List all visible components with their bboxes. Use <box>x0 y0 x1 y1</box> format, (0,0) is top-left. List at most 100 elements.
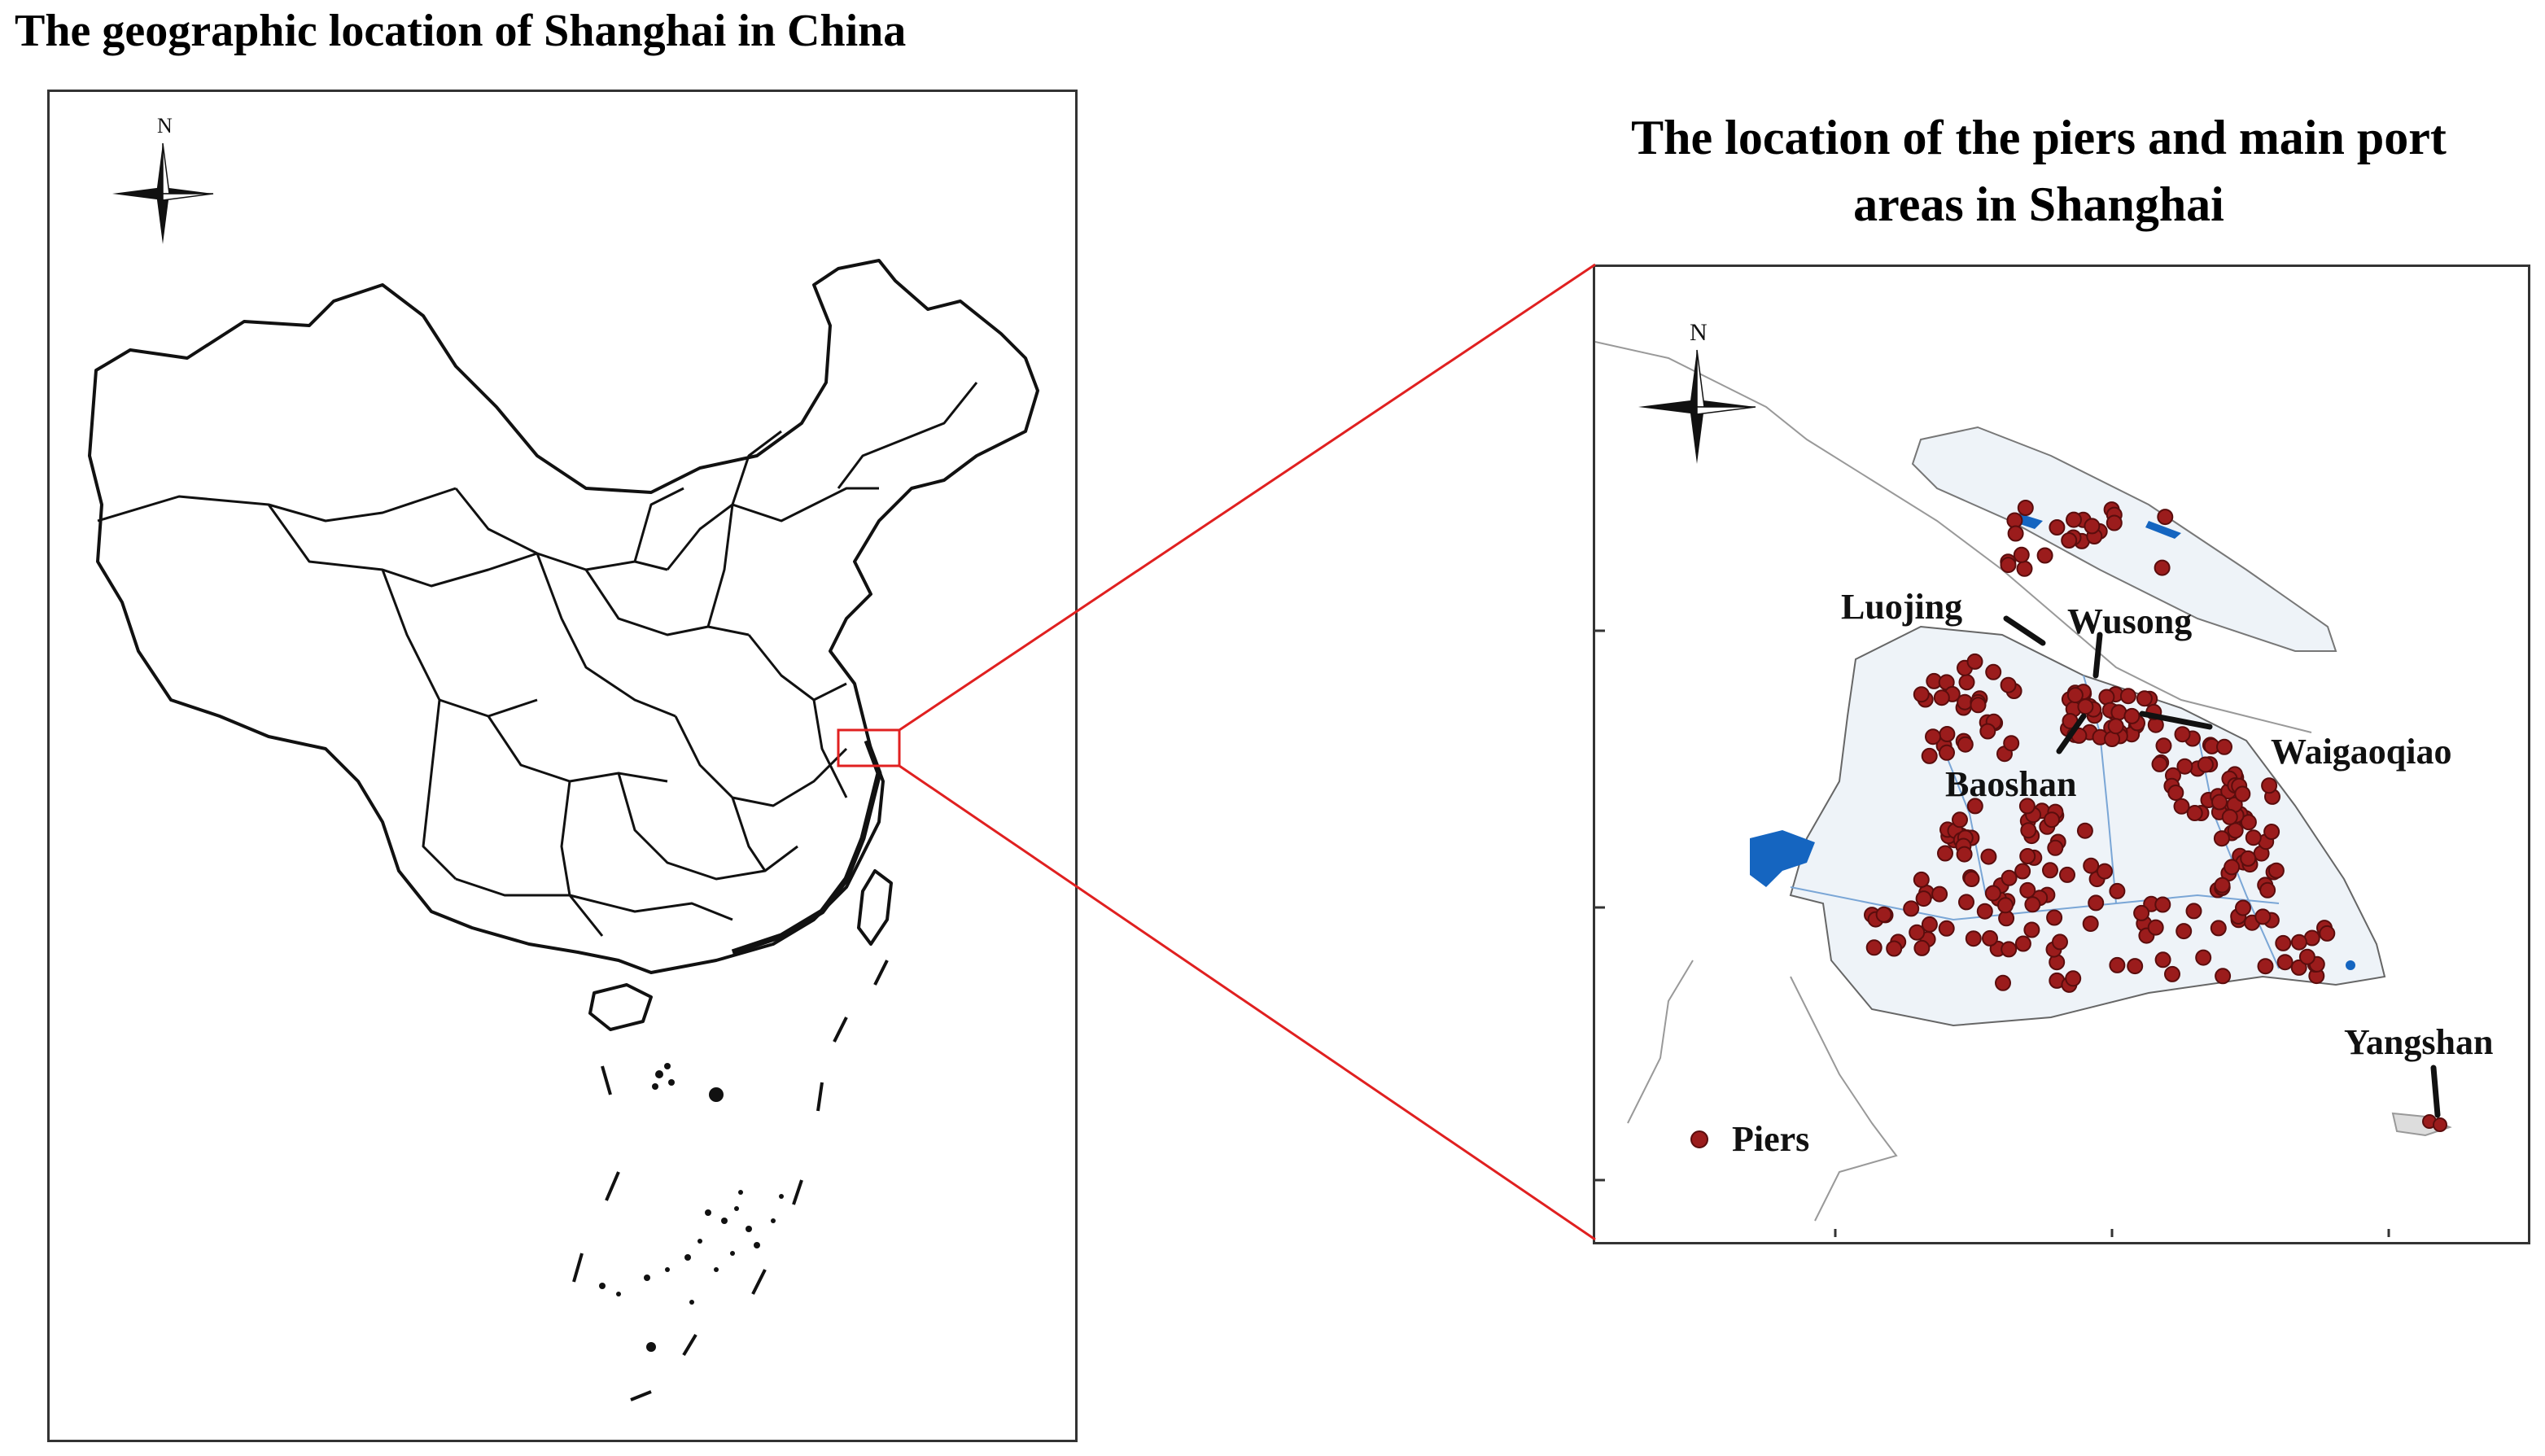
pier-marker <box>2017 500 2034 516</box>
pier-marker <box>1984 885 2001 902</box>
chongming-island <box>1911 426 2337 652</box>
pier-marker <box>1875 906 1892 923</box>
pier-marker <box>2221 808 2238 825</box>
taiwan-island <box>857 869 893 946</box>
pier-marker <box>2175 923 2193 940</box>
reservoir-2 <box>2145 521 2181 539</box>
pier-marker <box>1937 845 1953 862</box>
pier-marker <box>1939 726 1956 742</box>
baoshan-leader <box>2056 713 2087 754</box>
pier-marker <box>2214 877 2231 894</box>
pier-marker <box>2234 785 2251 802</box>
pier-marker <box>2061 532 2078 549</box>
pier-marker <box>2066 511 2082 528</box>
pier-marker <box>2240 814 2257 831</box>
pier-marker <box>2076 822 2093 839</box>
north-label-china: N <box>157 114 173 138</box>
legend-pier-marker <box>1690 1130 1708 1148</box>
pier-marker <box>2007 525 2024 542</box>
pier-marker <box>2106 514 2123 531</box>
legend: Piers <box>1690 1119 1809 1159</box>
pier-marker <box>1957 736 1974 753</box>
pier-marker <box>1886 940 1903 957</box>
pier-marker <box>2254 908 2272 925</box>
pier-marker <box>2213 830 2230 847</box>
pier-marker <box>2046 909 2063 926</box>
pier-marker <box>2036 547 2053 564</box>
pier-marker <box>1980 848 1997 865</box>
pier-marker <box>1997 897 2014 914</box>
pier-marker <box>2210 920 2227 937</box>
pier-marker <box>2276 954 2294 971</box>
pier-marker <box>2259 881 2276 899</box>
pier-marker <box>1921 747 1938 764</box>
pier-marker <box>2267 862 2285 879</box>
pier-marker <box>1963 871 1980 887</box>
pier-marker <box>2136 690 2153 707</box>
port-label-wusong: Wusong <box>2067 601 2192 641</box>
pier-marker <box>2319 925 2336 942</box>
pier-marker <box>1976 903 1993 920</box>
pier-marker <box>1979 723 1996 740</box>
pier-marker <box>1938 920 1955 937</box>
pier-marker <box>2154 896 2171 913</box>
pier-marker <box>2245 829 2262 846</box>
pier-marker <box>1865 939 1883 956</box>
shanghai-inset: Luojing Wusong Waigaoqiao Baoshan Yangsh… <box>1594 319 2493 1237</box>
pier-marker <box>2014 863 2031 880</box>
south-china-sea-line <box>572 960 889 1401</box>
port-label-baoshan: Baoshan <box>1945 764 2076 804</box>
pier-marker <box>2098 689 2115 706</box>
pier-marker <box>2084 518 2101 535</box>
pier-marker <box>1921 916 1938 933</box>
dianshan-lake <box>1750 830 1815 887</box>
pier-marker <box>1939 744 1955 761</box>
pier-marker <box>2185 903 2202 920</box>
pier-marker <box>2016 560 2033 577</box>
compass-rose-china: N <box>112 114 214 244</box>
pier-marker <box>2290 934 2307 951</box>
pier-marker <box>2042 862 2058 879</box>
pier-marker <box>2059 866 2075 883</box>
pier-marker <box>2052 934 2068 951</box>
pier-marker <box>2019 881 2036 899</box>
pier-marker <box>2216 738 2232 755</box>
pier-marker <box>2107 718 2124 735</box>
pier-marker <box>2077 698 2094 715</box>
pier-marker <box>2109 956 2126 973</box>
pier-marker <box>1913 939 1931 956</box>
pier-marker <box>2154 559 2171 576</box>
pier-marker <box>2176 758 2193 775</box>
leader-line-top <box>899 263 1596 732</box>
pier-marker <box>1913 686 1930 703</box>
port-label-luojing: Luojing <box>1841 587 1962 627</box>
pier-marker <box>2155 737 2172 754</box>
pier-marker <box>1982 929 1998 947</box>
yangshan-leader <box>2430 1065 2441 1118</box>
pier-marker <box>2066 687 2084 704</box>
china-map <box>88 259 1039 1401</box>
pier-marker <box>2003 735 2020 752</box>
pier-marker <box>2001 869 2018 886</box>
hainan-island <box>588 983 653 1031</box>
pier-marker <box>1966 653 1983 670</box>
pier-marker <box>1952 811 1968 829</box>
pier-marker <box>2257 958 2274 975</box>
east-water-body <box>2346 960 2355 970</box>
pier-marker <box>2227 822 2244 839</box>
luojing-leader <box>2003 615 2046 646</box>
pier-marker <box>2290 959 2307 976</box>
province-boundaries <box>97 382 978 937</box>
pier-marker <box>2164 965 2180 982</box>
pier-marker <box>2013 546 2030 563</box>
pier-marker <box>2065 970 2082 987</box>
pier-marker <box>2019 848 2036 864</box>
pier-marker <box>2109 882 2126 899</box>
piers-layer <box>1864 500 2447 1132</box>
pier-marker <box>1958 894 1974 911</box>
pier-marker <box>2049 519 2066 536</box>
pier-marker <box>2133 904 2150 921</box>
pier-marker <box>2186 805 2203 821</box>
pier-marker <box>2020 822 2037 839</box>
